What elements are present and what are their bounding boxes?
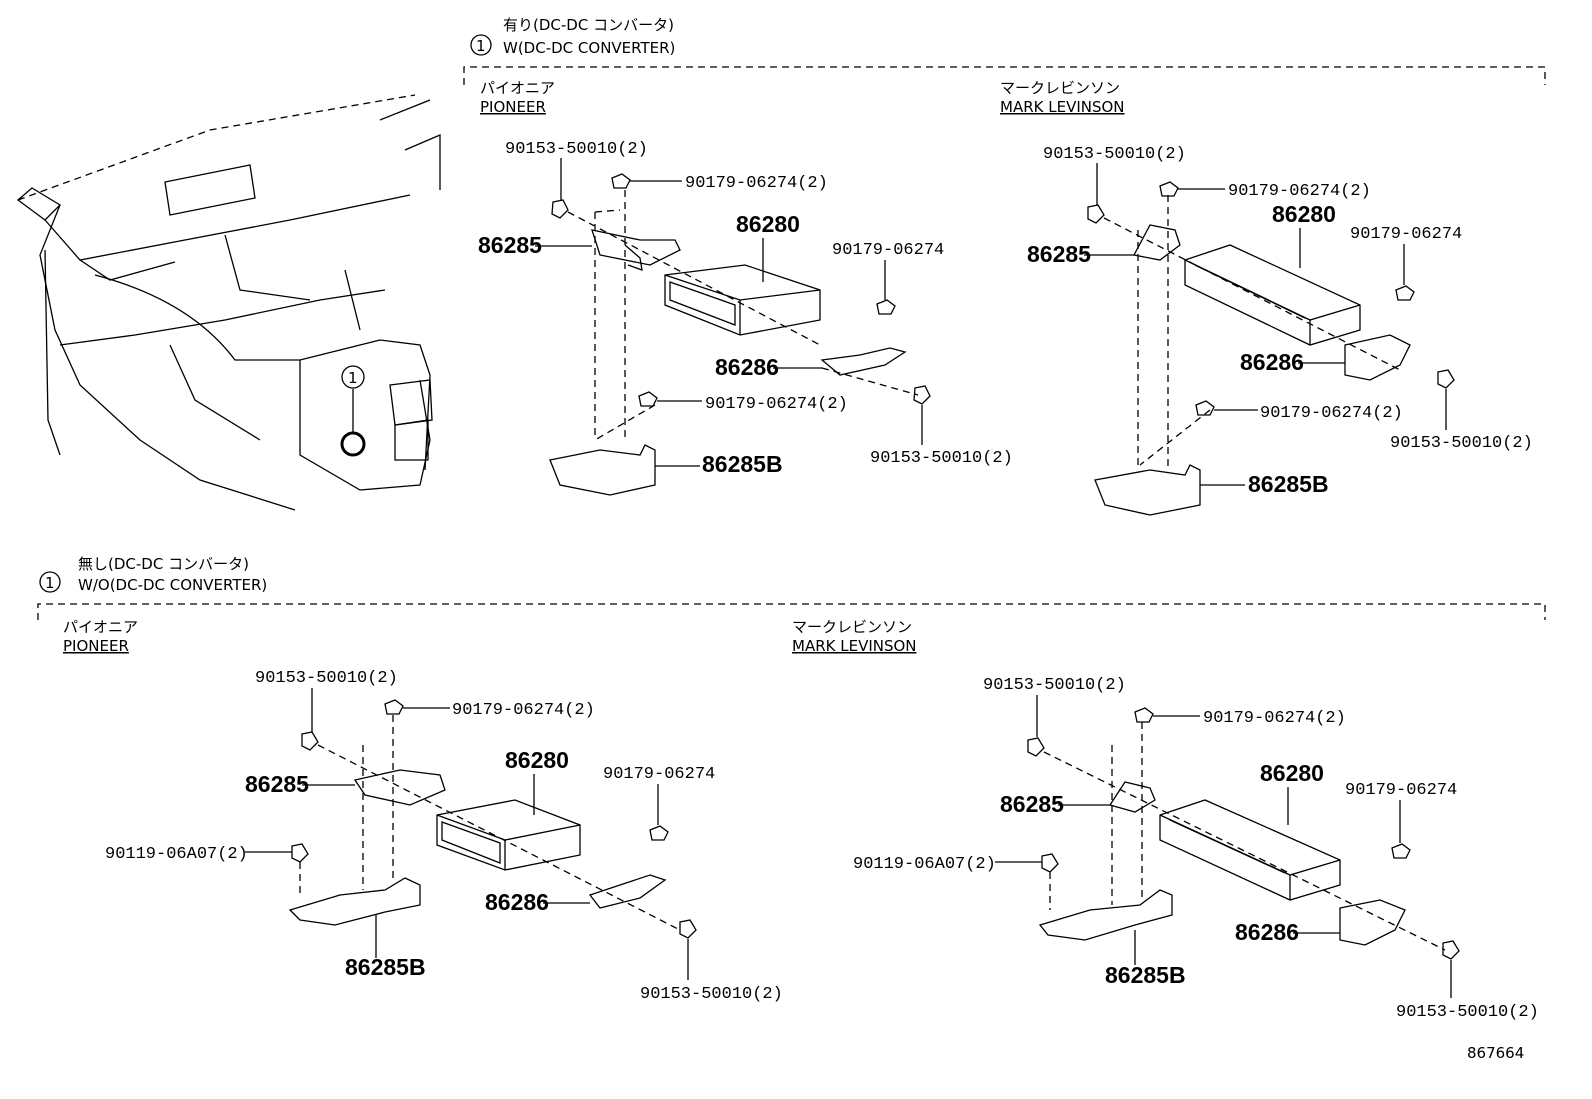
with-dcdc-jp-label: 有り(DC-DC コンバータ) bbox=[503, 16, 674, 34]
part-number-label: 90153-50010(2) bbox=[1390, 434, 1533, 453]
bracket-icon bbox=[1108, 781, 1156, 813]
part-number-label: 86280 bbox=[736, 211, 800, 237]
part-number-label: 86285B bbox=[702, 451, 783, 477]
section-without-dcdc-header: 無し(DC-DC コンバータ) 1 W/O(DC-DC CONVERTER) bbox=[37, 555, 1546, 620]
nut-icon bbox=[638, 391, 658, 407]
part-number-label: 86285B bbox=[345, 954, 426, 980]
bolt-icon bbox=[1442, 940, 1460, 960]
part-number-label: 90179-06274 bbox=[1345, 781, 1457, 800]
bolt-icon bbox=[291, 843, 309, 863]
amplifier-unit-icon bbox=[1184, 244, 1361, 346]
part-number-label: 90179-06274(2) bbox=[1203, 709, 1346, 728]
brand-jp-label: マークレビンソン bbox=[792, 618, 912, 636]
nut-icon bbox=[611, 173, 631, 189]
part-number-label: 86280 bbox=[1260, 760, 1324, 786]
part-number-label: 86285B bbox=[1248, 471, 1329, 497]
part-number-label: 90179-06274(2) bbox=[685, 174, 828, 193]
part-number-label: 86285 bbox=[245, 771, 309, 797]
without-dcdc-jp-label: 無し(DC-DC コンバータ) bbox=[78, 555, 249, 573]
part-number-label: 90179-06274(2) bbox=[452, 701, 595, 720]
part-number-label: 86280 bbox=[505, 747, 569, 773]
part-number-label: 90179-06274(2) bbox=[1260, 404, 1403, 423]
bracket-icon bbox=[353, 769, 446, 806]
part-number-label: 86286 bbox=[1240, 349, 1304, 375]
bracket-icon bbox=[1133, 224, 1181, 261]
amplifier-unit-icon bbox=[1159, 799, 1341, 901]
part-number-label: 86285B bbox=[1105, 962, 1186, 988]
part-number-label: 90179-06274(2) bbox=[1228, 182, 1371, 201]
part-number-label: 86286 bbox=[485, 889, 549, 915]
without-dcdc-en-label: W/O(DC-DC CONVERTER) bbox=[78, 576, 267, 594]
amplifier-unit-icon bbox=[436, 799, 581, 871]
nut-icon bbox=[1195, 400, 1215, 416]
part-number-label: 86285 bbox=[1027, 241, 1091, 267]
bolt-icon bbox=[301, 731, 319, 751]
part-number-label: 86286 bbox=[715, 354, 779, 380]
nut-icon bbox=[1395, 285, 1415, 301]
brand-en-label: MARK LEVINSON bbox=[1000, 98, 1125, 116]
part-number-label: 86280 bbox=[1272, 201, 1336, 227]
bolt-icon bbox=[1437, 369, 1455, 389]
nut-icon bbox=[1134, 707, 1154, 723]
part-number-label: 90153-50010(2) bbox=[255, 669, 398, 688]
sub-bracket-icon bbox=[1344, 334, 1411, 381]
callout-circle-icon bbox=[470, 34, 492, 56]
brand-en-label: PIONEER bbox=[63, 637, 129, 655]
bolt-icon bbox=[1027, 737, 1045, 757]
part-number-label: 90179-06274 bbox=[1350, 225, 1462, 244]
brand-jp-label: パイオニア bbox=[63, 618, 138, 636]
nut-icon bbox=[1391, 843, 1411, 859]
bolt-icon bbox=[1087, 204, 1105, 224]
part-number-label: 90153-50010(2) bbox=[505, 140, 648, 159]
callout-number: 1 bbox=[45, 574, 55, 592]
nut-icon bbox=[876, 299, 896, 315]
part-number-label: 90153-50010(2) bbox=[983, 676, 1126, 695]
lower-bracket-icon bbox=[1094, 464, 1201, 516]
nut-icon bbox=[384, 699, 404, 715]
part-number-label: 90153-50010(2) bbox=[1043, 145, 1186, 164]
amplifier-unit-icon bbox=[664, 264, 821, 336]
dashboard-illustration: 1 bbox=[16, 94, 441, 511]
callout-circle-icon bbox=[39, 571, 61, 593]
lower-bracket-icon bbox=[288, 877, 421, 926]
bracket-icon bbox=[591, 229, 681, 266]
with-dcdc-pioneer-group: パイオニア PIONEER 90153-50010(2) 90179-06274… bbox=[478, 79, 1013, 496]
sub-bracket-icon bbox=[1339, 899, 1406, 946]
without-dcdc-pioneer-group: パイオニア PIONEER 90153-50010(2) 90179-06274… bbox=[63, 618, 783, 1004]
bolt-icon bbox=[1041, 853, 1059, 873]
brand-en-label: PIONEER bbox=[480, 98, 546, 116]
part-number-label: 90153-50010(2) bbox=[640, 985, 783, 1004]
bolt-icon bbox=[913, 385, 931, 405]
bolt-icon bbox=[679, 919, 697, 939]
bolt-icon bbox=[551, 199, 569, 219]
part-number-label: 90179-06274(2) bbox=[705, 395, 848, 414]
part-number-label: 90179-06274 bbox=[603, 765, 715, 784]
callout-circle-icon bbox=[341, 365, 365, 389]
brand-jp-label: パイオニア bbox=[480, 79, 555, 97]
part-number-label: 90119-06A07(2) bbox=[853, 855, 996, 874]
callout-number: 1 bbox=[348, 369, 358, 387]
part-number-label: 86285 bbox=[1000, 791, 1064, 817]
callout-number: 1 bbox=[476, 37, 486, 55]
sub-bracket-icon bbox=[588, 874, 667, 909]
part-number-label: 90119-06A07(2) bbox=[105, 845, 248, 864]
part-number-label: 90153-50010(2) bbox=[1396, 1003, 1539, 1022]
lower-bracket-icon bbox=[549, 444, 656, 496]
diagram-number: 867664 bbox=[1467, 1044, 1524, 1062]
part-number-label: 86285 bbox=[478, 232, 542, 258]
part-number-label: 86286 bbox=[1235, 919, 1299, 945]
lower-bracket-icon bbox=[1038, 889, 1173, 941]
nut-icon bbox=[1159, 181, 1179, 197]
without-dcdc-mark-levinson-group: マークレビンソン MARK LEVINSON 90153-50010(2) 90… bbox=[792, 618, 1539, 1022]
with-dcdc-en-label: W(DC-DC CONVERTER) bbox=[503, 39, 675, 57]
brand-jp-label: マークレビンソン bbox=[1000, 79, 1120, 97]
part-number-label: 90179-06274 bbox=[832, 241, 944, 260]
with-dcdc-mark-levinson-group: マークレビンソン MARK LEVINSON 90153-50010(2) 90… bbox=[1000, 79, 1533, 516]
sub-bracket-icon bbox=[820, 347, 907, 376]
part-number-label: 90153-50010(2) bbox=[870, 449, 1013, 468]
brand-en-label: MARK LEVINSON bbox=[792, 637, 917, 655]
section-with-dcdc-header: 有り(DC-DC コンバータ) 1 W(DC-DC CONVERTER) bbox=[463, 16, 1546, 85]
nut-icon bbox=[649, 825, 669, 841]
